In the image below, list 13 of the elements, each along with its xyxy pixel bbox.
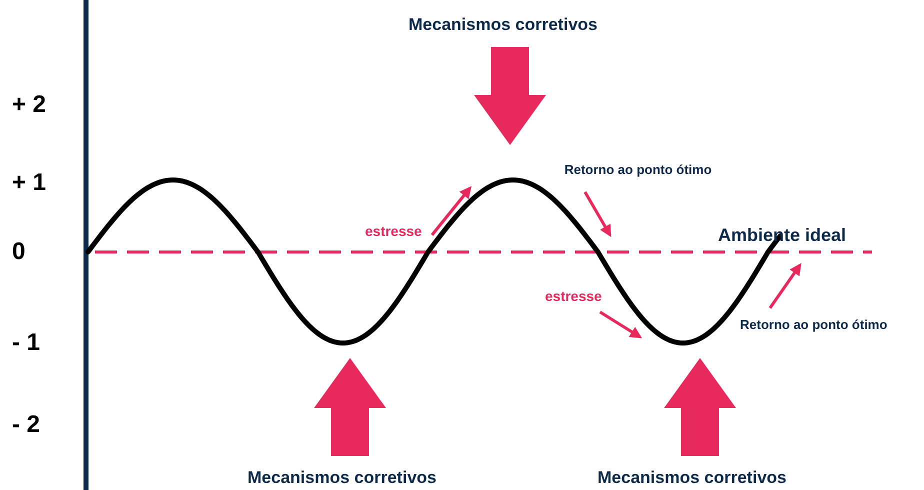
tick-label: - 2 [12,412,40,438]
line-label: Ambiente ideal [718,226,846,246]
tick-label: + 2 [12,92,46,118]
arrow-caption: Retorno ao ponto ótimo [740,318,888,332]
tick-label: + 1 [12,170,46,196]
arrow-caption: Mecanismos corretivos [598,469,786,488]
arrow-caption: Mecanismos corretivos [408,16,598,35]
tick-label: 0 [12,239,26,266]
tick-label: - 1 [12,330,40,356]
arrow-caption: Mecanismos corretivos [248,469,436,488]
arrow-caption: Retorno ao ponto ótimo [564,163,712,178]
arrow-caption: estresse [545,289,602,304]
arrow-caption: estresse [365,224,422,240]
